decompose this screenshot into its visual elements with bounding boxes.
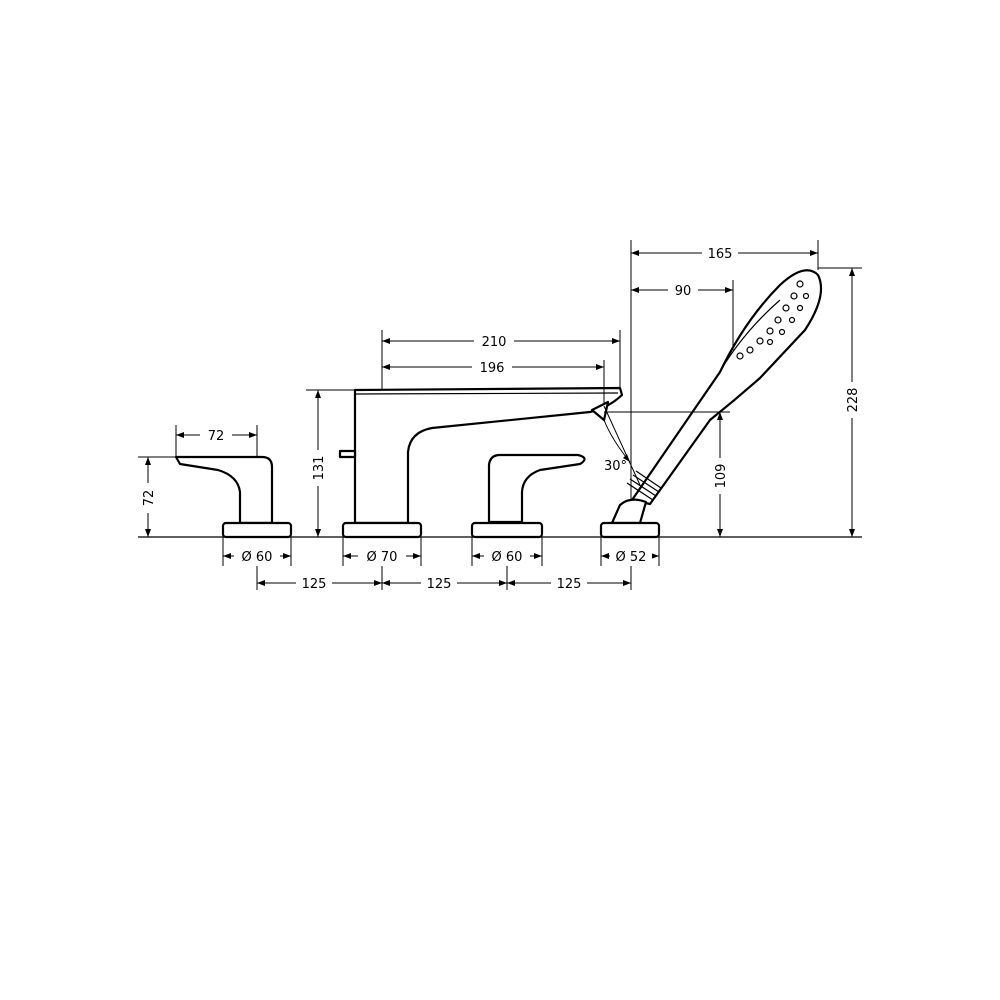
label-spacing-1: 125 [302, 577, 327, 592]
label-spout-length-inner: 196 [480, 361, 505, 376]
dim-shower-total-reach: 165 [630, 240, 819, 420]
dim-spout-length-outer: 210 [381, 330, 621, 390]
label-shower-head-offset: 90 [675, 284, 692, 299]
left-handle-base [221, 521, 293, 539]
label-shower-base-diameter: Ø 52 [616, 550, 647, 565]
label-spout-length-outer: 210 [482, 335, 507, 350]
label-base-left-diameter: Ø 60 [242, 550, 273, 565]
dim-handle-left-width: 72 [175, 425, 258, 457]
dim-base-right-diameter: Ø 60 [471, 537, 543, 566]
label-shower-outlet-height: 109 [714, 464, 729, 489]
label-base-right-diameter: Ø 60 [492, 550, 523, 565]
label-handle-left-width: 72 [208, 429, 225, 444]
shower-nozzles [736, 280, 810, 360]
pop-up-knob [338, 449, 357, 459]
shower-holder [610, 498, 648, 525]
dim-handle-left-height: 72 [138, 456, 176, 537]
label-shower-total-height: 228 [846, 388, 861, 413]
label-shower-total-reach: 165 [708, 247, 733, 262]
dim-shower-base-diameter: Ø 52 [600, 537, 660, 566]
dim-spout-height: 131 [306, 389, 355, 537]
dim-shower-head-offset: 90 [631, 280, 734, 350]
dim-spout-base-diameter: Ø 70 [342, 537, 422, 566]
label-handle-left-height: 72 [142, 490, 157, 507]
left-handle [174, 455, 293, 539]
hand-shower [599, 269, 823, 539]
label-shower-angle: 30° [604, 459, 627, 474]
label-spout-height: 131 [312, 456, 327, 481]
dim-spacings: 125 125 125 [256, 566, 632, 592]
label-spacing-2: 125 [427, 577, 452, 592]
dim-shower-angle: 30° [603, 405, 641, 500]
right-handle [470, 453, 586, 539]
spout [338, 386, 624, 539]
label-spacing-3: 125 [557, 577, 582, 592]
right-handle-base [470, 521, 544, 539]
dim-shower-total-height: 228 [818, 267, 862, 537]
dim-spout-length-inner: 196 [382, 359, 605, 405]
dim-base-left-diameter: Ø 60 [222, 537, 292, 566]
dim-shower-outlet-height: 109 [604, 411, 730, 537]
spout-base [341, 521, 423, 539]
label-spout-base-diameter: Ø 70 [367, 550, 398, 565]
shower-base [599, 521, 661, 539]
